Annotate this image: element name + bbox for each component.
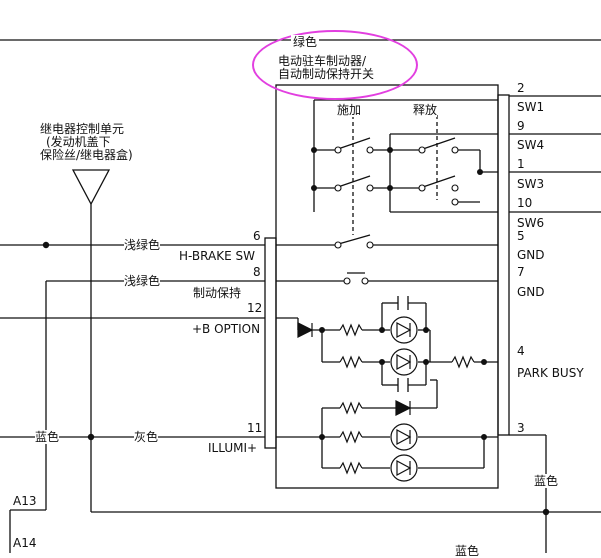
pin-1-name: SW3 bbox=[517, 177, 545, 191]
contact-hb2 bbox=[366, 241, 374, 249]
switch-housing bbox=[275, 84, 499, 489]
pin-5-name: GND bbox=[517, 248, 545, 262]
right-vertical-wire-color: 蓝色 bbox=[534, 474, 559, 488]
contact-hb1 bbox=[334, 241, 342, 249]
right-connector-strip bbox=[497, 94, 510, 436]
switch-title-line1: 电动驻车制动器/ bbox=[278, 54, 367, 68]
pin-8-wire-color: 浅绿色 bbox=[124, 274, 161, 288]
junction-11 bbox=[379, 359, 385, 365]
resistor-r6 bbox=[339, 461, 363, 475]
junction-9 bbox=[379, 327, 385, 333]
led-4-diode bbox=[396, 459, 412, 477]
pin-7-number: 7 bbox=[517, 265, 525, 279]
resistor-r2 bbox=[339, 355, 363, 369]
resistor-r4 bbox=[339, 401, 363, 415]
junction-15 bbox=[481, 434, 487, 440]
pin-12-name: +B OPTION bbox=[192, 322, 261, 336]
left-connector-strip bbox=[264, 237, 277, 449]
contact-d2 bbox=[451, 184, 459, 192]
pin-10-number: 10 bbox=[517, 196, 533, 210]
led-1-diode bbox=[396, 321, 412, 339]
contact-hold2 bbox=[361, 277, 369, 285]
pin-6-name: H-BRAKE SW bbox=[179, 249, 255, 263]
junction-8 bbox=[319, 327, 325, 333]
resistor-r5 bbox=[339, 430, 363, 444]
contact-hold1 bbox=[343, 277, 351, 285]
junction-5 bbox=[387, 147, 393, 153]
pin-5-number: 5 bbox=[517, 229, 525, 243]
diode-illumi-icon bbox=[395, 400, 412, 416]
pin-11-wire-color: 灰色 bbox=[134, 430, 159, 444]
switch-color-label: 绿色 bbox=[291, 35, 320, 49]
contact-b1 bbox=[334, 184, 342, 192]
junction-13 bbox=[481, 359, 487, 365]
pin-6-number: 6 bbox=[253, 229, 261, 243]
relay-symbol bbox=[71, 169, 111, 206]
pin-4-name: PARK BUSY bbox=[517, 366, 584, 380]
contact-d3 bbox=[451, 198, 459, 206]
junction-12 bbox=[423, 359, 429, 365]
connector-a13: A13 bbox=[13, 494, 37, 508]
pin-10-name: SW6 bbox=[517, 216, 545, 230]
pin-9-name: SW4 bbox=[517, 138, 545, 152]
switch-contacts bbox=[334, 146, 459, 285]
junction-6 bbox=[387, 185, 393, 191]
pin-12-number: 12 bbox=[247, 301, 263, 315]
contact-c1 bbox=[418, 146, 426, 154]
pin-11-number: 11 bbox=[247, 421, 263, 435]
junction-2 bbox=[87, 433, 95, 441]
leds bbox=[390, 316, 418, 482]
pin-9-number: 9 bbox=[517, 119, 525, 133]
bottom-wire-color: 蓝色 bbox=[455, 544, 480, 558]
relay-line3: 保险丝/继电器盒) bbox=[40, 148, 133, 162]
pin-3-number: 3 bbox=[517, 421, 525, 435]
relay-line1: 继电器控制单元 bbox=[40, 122, 125, 136]
pin-8-number: 8 bbox=[253, 265, 261, 279]
junction-14 bbox=[319, 434, 325, 440]
pin-6-wire-color: 浅绿色 bbox=[124, 238, 161, 252]
pin-7-name: GND bbox=[517, 285, 545, 299]
pin-11-name: ILLUMI+ bbox=[208, 441, 258, 455]
pin-1-number: 1 bbox=[517, 157, 525, 171]
pin-2-name: SW1 bbox=[517, 100, 545, 114]
junction-4 bbox=[311, 185, 317, 191]
contact-b2 bbox=[366, 184, 374, 192]
junction-7 bbox=[477, 169, 483, 175]
junction-10 bbox=[423, 327, 429, 333]
led-2-diode bbox=[396, 353, 412, 371]
led-3-diode bbox=[396, 428, 412, 446]
junctions bbox=[42, 147, 550, 516]
resistor-r1 bbox=[339, 323, 363, 337]
pin-4-number: 4 bbox=[517, 344, 525, 358]
pin-8-name: 制动保持 bbox=[193, 286, 242, 300]
mode-apply-label: 施加 bbox=[337, 103, 362, 117]
junction-3 bbox=[311, 147, 317, 153]
pin-2-number: 2 bbox=[517, 81, 525, 95]
contact-c2 bbox=[451, 146, 459, 154]
contact-a2 bbox=[366, 146, 374, 154]
contact-d1 bbox=[418, 184, 426, 192]
junction-16 bbox=[542, 508, 550, 516]
resistor-r3 bbox=[451, 355, 475, 369]
highlight-ellipse bbox=[252, 30, 418, 100]
junction-1 bbox=[42, 241, 50, 249]
switch-title-line2: 自动制动保持开关 bbox=[278, 67, 375, 81]
contact-a1 bbox=[334, 146, 342, 154]
left-vertical-wire-color: 蓝色 bbox=[35, 430, 60, 444]
mode-release-label: 释放 bbox=[413, 103, 438, 117]
connector-a14: A14 bbox=[13, 536, 37, 550]
resistors bbox=[339, 323, 475, 475]
diode-bopt-icon bbox=[297, 322, 314, 338]
relay-line2: (发动机盖下 bbox=[46, 135, 111, 149]
